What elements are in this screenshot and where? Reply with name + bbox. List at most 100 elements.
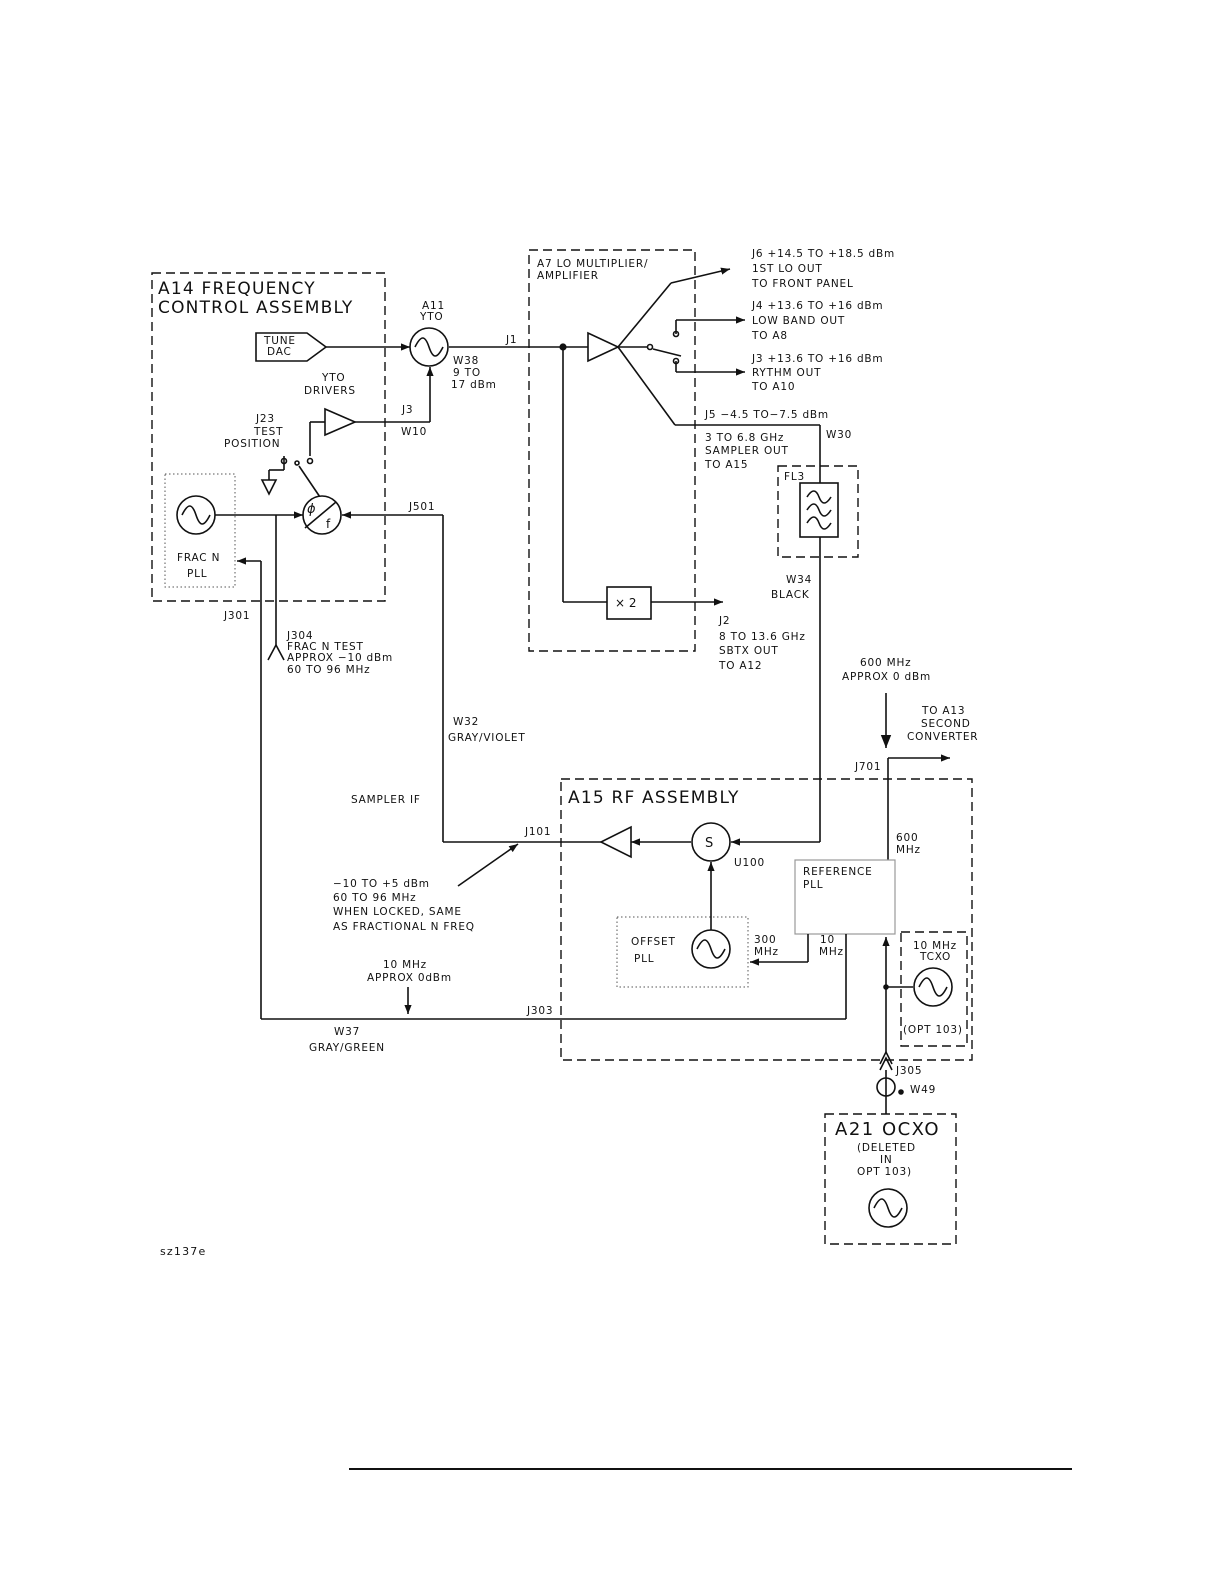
a7-assembly-outline: [528, 249, 696, 652]
tcxo-label-1: 10 MHz: [913, 940, 957, 952]
j304-label-2: FRAC N TEST: [287, 641, 364, 653]
w38-label-2: 9 TO: [453, 367, 481, 379]
w38-label-3: 17 dBm: [451, 379, 497, 391]
w37-label-1: W37: [334, 1026, 360, 1038]
j305-label: J305: [895, 1065, 922, 1077]
a7-title-line2: AMPLIFIER: [537, 270, 599, 282]
if-note-1: −10 TO +5 dBm: [333, 878, 430, 890]
yto-drivers-amplifier: [324, 407, 358, 437]
j3-label-2: RYTHM OUT: [752, 367, 821, 379]
sampler-if-label: SAMPLER IF: [351, 794, 421, 806]
w34-label-1: W34: [786, 574, 812, 586]
sampler-block: [691, 822, 731, 862]
phase-detector-phi: ϕ: [307, 502, 316, 517]
j6-label-3: TO FRONT PANEL: [751, 278, 854, 290]
a13-label-3: CONVERTER: [907, 731, 978, 743]
doubler-label: × 2: [615, 596, 637, 610]
j3-label-3: TO A10: [751, 381, 795, 393]
j2-label-4: TO A12: [718, 660, 762, 672]
tune-dac-label-1: TUNE: [263, 335, 296, 347]
j6-label-2: 1ST LO OUT: [752, 263, 823, 275]
a21-assembly-outline: [824, 1113, 957, 1245]
tenmhz-label-1: 10 MHz: [383, 959, 427, 971]
a21-title: A21 OCXO: [835, 1119, 940, 1140]
phase-detector-f: f: [326, 517, 331, 531]
j23-label-3: POSITION: [224, 438, 280, 450]
mhz300-label-2: MHz: [754, 946, 779, 958]
if-note-4: AS FRACTIONAL N FREQ: [333, 921, 475, 933]
a14-title-line2: CONTROL ASSEMBLY: [158, 298, 354, 318]
a13-label-2: SECOND: [921, 718, 971, 730]
offset-pll-label-2: PLL: [634, 953, 654, 965]
a15-title: A15 RF ASSEMBLY: [568, 788, 740, 808]
if-note-2: 60 TO 96 MHz: [333, 892, 416, 904]
j23-test-switch: [298, 465, 323, 501]
offset-pll-label-1: OFFSET: [631, 936, 676, 948]
j5-label-3: SAMPLER OUT: [705, 445, 789, 457]
a21-note-line1: (DELETED: [857, 1142, 916, 1154]
j2-label-1: J2: [718, 615, 730, 627]
mhz10-label-1: 10: [820, 934, 835, 946]
j23-label-1: J23: [255, 413, 275, 425]
j303-label: J303: [526, 1005, 553, 1017]
j4-label-3: TO A8: [751, 330, 788, 342]
doubler-block: [606, 586, 652, 620]
reference-pll-label-1: REFERENCE: [803, 866, 873, 878]
a14-title-line1: A14 FREQUENCY: [158, 279, 316, 299]
frac-n-pll-outline: [164, 473, 236, 588]
reference-pll-label-2: PLL: [803, 879, 823, 891]
mhz600-label-2: APPROX 0 dBm: [842, 671, 931, 683]
j3-label-1: J3 +13.6 TO +16 dBm: [751, 353, 883, 365]
j1-label: J1: [505, 334, 517, 346]
mhz600-in-label-1: 600: [896, 832, 918, 844]
tune-dac-label-2: DAC: [267, 346, 292, 358]
j5-label-1: J5 −4.5 TO−7.5 dBm: [704, 409, 829, 421]
j101-label: J101: [524, 826, 551, 838]
a21-note-line2: IN: [880, 1154, 893, 1166]
w34-label-2: BLACK: [771, 589, 810, 601]
tcxo-opt-label: (OPT 103): [903, 1024, 963, 1036]
tenmhz-label-2: APPROX 0dBm: [367, 972, 452, 984]
w32-label-1: W32: [453, 716, 479, 728]
figure-id: sz137e: [160, 1245, 206, 1258]
tune-dac-block: [255, 332, 328, 362]
ocxo-sine-wave: [873, 1198, 903, 1218]
j2-label-3: SBTX OUT: [719, 645, 779, 657]
w32-label-2: GRAY/VIOLET: [448, 732, 526, 744]
fl3-label: FL3: [784, 471, 805, 483]
yto-drive-j3-label: J3: [401, 404, 413, 416]
mhz300-label-1: 300: [754, 934, 776, 946]
j304-label-3: APPROX −10 dBm: [287, 652, 393, 664]
w49-label: W49: [910, 1084, 936, 1096]
if-amplifier: [599, 825, 632, 859]
lo-amplifier: [587, 331, 620, 363]
j301-label: J301: [223, 610, 250, 622]
yto-drivers-label-2: DRIVERS: [304, 385, 356, 397]
offset-pll-outline: [616, 916, 749, 988]
frac-n-label-1: FRAC N: [177, 552, 220, 564]
ground-symbol: [260, 479, 278, 496]
u100-label: U100: [734, 857, 765, 869]
yto-label-1: A11: [422, 300, 445, 312]
a15-assembly-outline: [560, 778, 973, 1061]
j23-label-2: TEST: [253, 426, 283, 438]
j6-label-1: J6 +14.5 TO +18.5 dBm: [751, 248, 895, 260]
yto-drivers-label-1: YTO: [321, 372, 346, 384]
j2-label-2: 8 TO 13.6 GHz: [719, 631, 806, 643]
fl3-outline: [777, 465, 859, 558]
w37-label-2: GRAY/GREEN: [309, 1042, 385, 1054]
j501-label: J501: [408, 501, 435, 513]
a7-title-line1: A7 LO MULTIPLIER/: [537, 258, 648, 270]
j304-label-4: 60 TO 96 MHz: [287, 664, 370, 676]
mhz600-in-label-2: MHz: [896, 844, 921, 856]
reference-pll-block: [794, 859, 896, 935]
j4-label-1: J4 +13.6 TO +16 dBm: [751, 300, 883, 312]
mhz10-label-2: MHz: [819, 946, 844, 958]
if-note-3: WHEN LOCKED, SAME: [333, 906, 462, 918]
tcxo-outline: [900, 931, 968, 1047]
w38-label-1: W38: [453, 355, 479, 367]
frac-n-label-2: PLL: [187, 568, 207, 580]
yto-label-2: YTO: [419, 311, 444, 323]
j5-label-2: 3 TO 6.8 GHz: [705, 432, 784, 444]
